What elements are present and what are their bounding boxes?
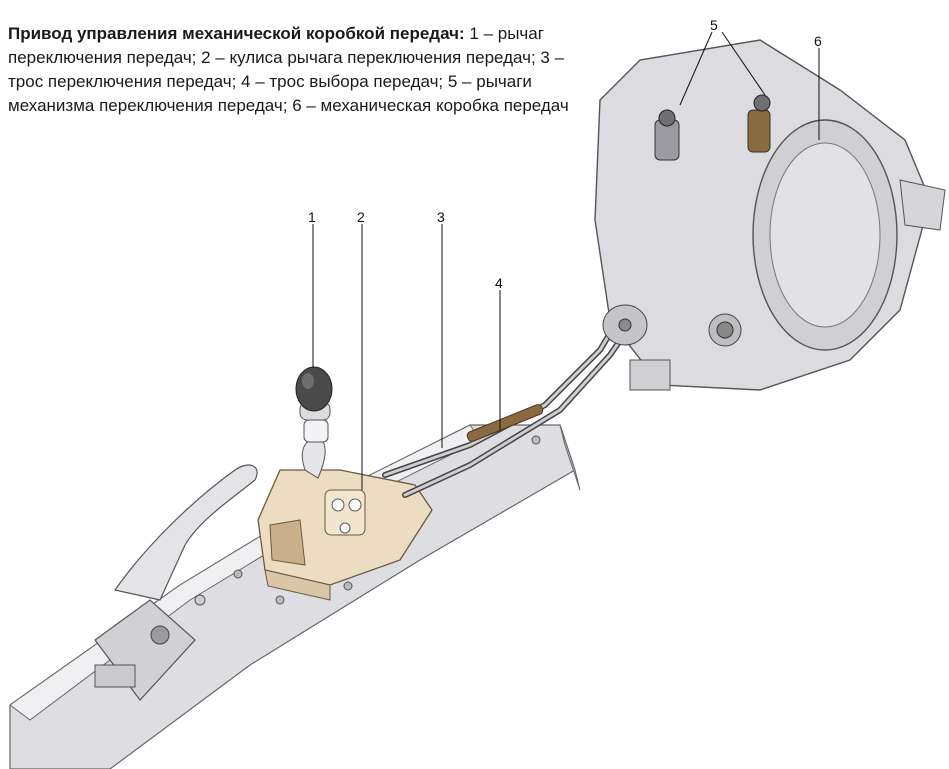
shifter-housing [257,469,433,601]
callout-5: 5 [710,17,718,33]
handbrake-lever [94,464,258,701]
callout-6: 6 [814,33,822,49]
caption-body: 1 – рычаг переключения передач; 2 – кули… [8,24,569,115]
selector-lever [747,94,771,153]
callout-2: 2 [357,209,365,225]
callout-leaders [312,31,820,490]
callout-3: 3 [437,209,445,225]
caption-title: Привод управления механической коробкой … [8,24,465,43]
callout-4: 4 [495,275,503,291]
selector-lever [654,109,680,161]
callout-1: 1 [308,209,316,225]
cable-sheath [466,404,544,442]
gear-shift-lever [295,366,333,479]
figure-caption: Привод управления механической коробкой … [8,22,598,118]
manual-gearbox [594,39,946,391]
